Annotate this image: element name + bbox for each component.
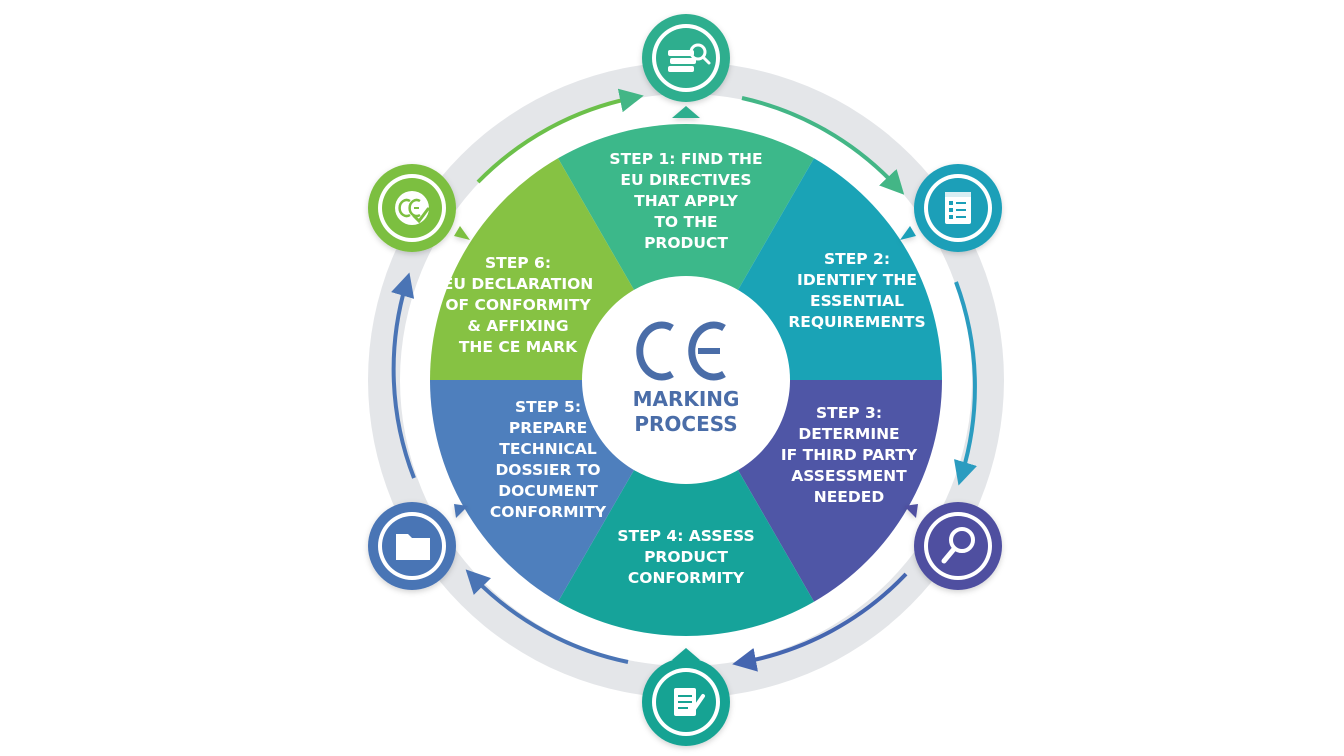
step-6-label-line: STEP 6:	[485, 254, 551, 272]
step-1-label-line: TO THE	[654, 213, 717, 231]
arrow-step1-to-step2	[741, 96, 905, 195]
folder-icon	[396, 534, 430, 560]
step-5-label-line: CONFORMITY	[490, 503, 607, 521]
step-5-label-line: DOSSIER TO	[495, 461, 600, 479]
step-3-label-line: NEEDED	[814, 488, 885, 506]
step-3-badge	[904, 502, 1002, 590]
arrow-step4-to-step5	[465, 569, 629, 664]
step-6-label-line: OF CONFORMITY	[445, 296, 591, 314]
ce-logo	[636, 321, 726, 381]
step-5-label-line: TECHNICAL	[499, 440, 597, 458]
arrow-step2-to-step3	[953, 281, 977, 486]
step-1-label-line: STEP 1: FIND THE	[609, 150, 762, 168]
step-4-label-line: CONFORMITY	[628, 569, 745, 587]
step-3-label-line: STEP 3:	[816, 404, 882, 422]
center-title-line-1: MARKING	[633, 387, 740, 411]
step-4-label-line: PRODUCT	[644, 548, 728, 566]
step-1-label-line: THAT APPLY	[634, 192, 738, 210]
step-2-label-line: ESSENTIAL	[810, 292, 904, 310]
step-6-badge	[368, 164, 470, 252]
step-5-label-line: STEP 5:	[515, 398, 581, 416]
book-search-icon	[668, 43, 711, 72]
center-title-line-2: PROCESS	[634, 412, 737, 436]
step-1-label-line: EU DIRECTIVES	[620, 171, 751, 189]
center-circle	[582, 276, 790, 484]
arrow-step3-to-step4	[732, 572, 908, 672]
step-1-label-line: PRODUCT	[644, 234, 728, 252]
step-labels: STEP 1: FIND THE EU DIRECTIVES THAT APPLY T…	[443, 150, 926, 587]
step-5-label-line: PREPARE	[509, 419, 587, 437]
step-2-label-line: REQUIREMENTS	[788, 313, 925, 331]
step-2-label-line: IDENTIFY THE	[797, 271, 917, 289]
document-pen-icon	[674, 688, 705, 716]
step-4-label-line: STEP 4: ASSESS	[617, 527, 754, 545]
magnifier-icon	[941, 527, 975, 564]
step-6-label-line: EU DECLARATION	[443, 275, 594, 293]
arrow-step5-to-step6	[391, 272, 416, 479]
step-3-label-line: IF THIRD PARTY	[781, 446, 918, 464]
step-2-label-line: STEP 2:	[824, 250, 890, 268]
arrow-step6-to-step1	[476, 88, 644, 184]
step-4-segment	[558, 380, 814, 636]
step-6-label-line: THE CE MARK	[459, 338, 578, 356]
step-1-segment	[558, 123, 814, 380]
step-3-label-line: ASSESSMENT	[791, 467, 907, 485]
step-5-label-line: DOCUMENT	[498, 482, 598, 500]
step-6-label-line: & AFFIXING	[467, 317, 568, 335]
checklist-icon	[945, 192, 971, 224]
step-3-label-line: DETERMINE	[798, 425, 899, 443]
ce-check-icon	[395, 191, 430, 225]
